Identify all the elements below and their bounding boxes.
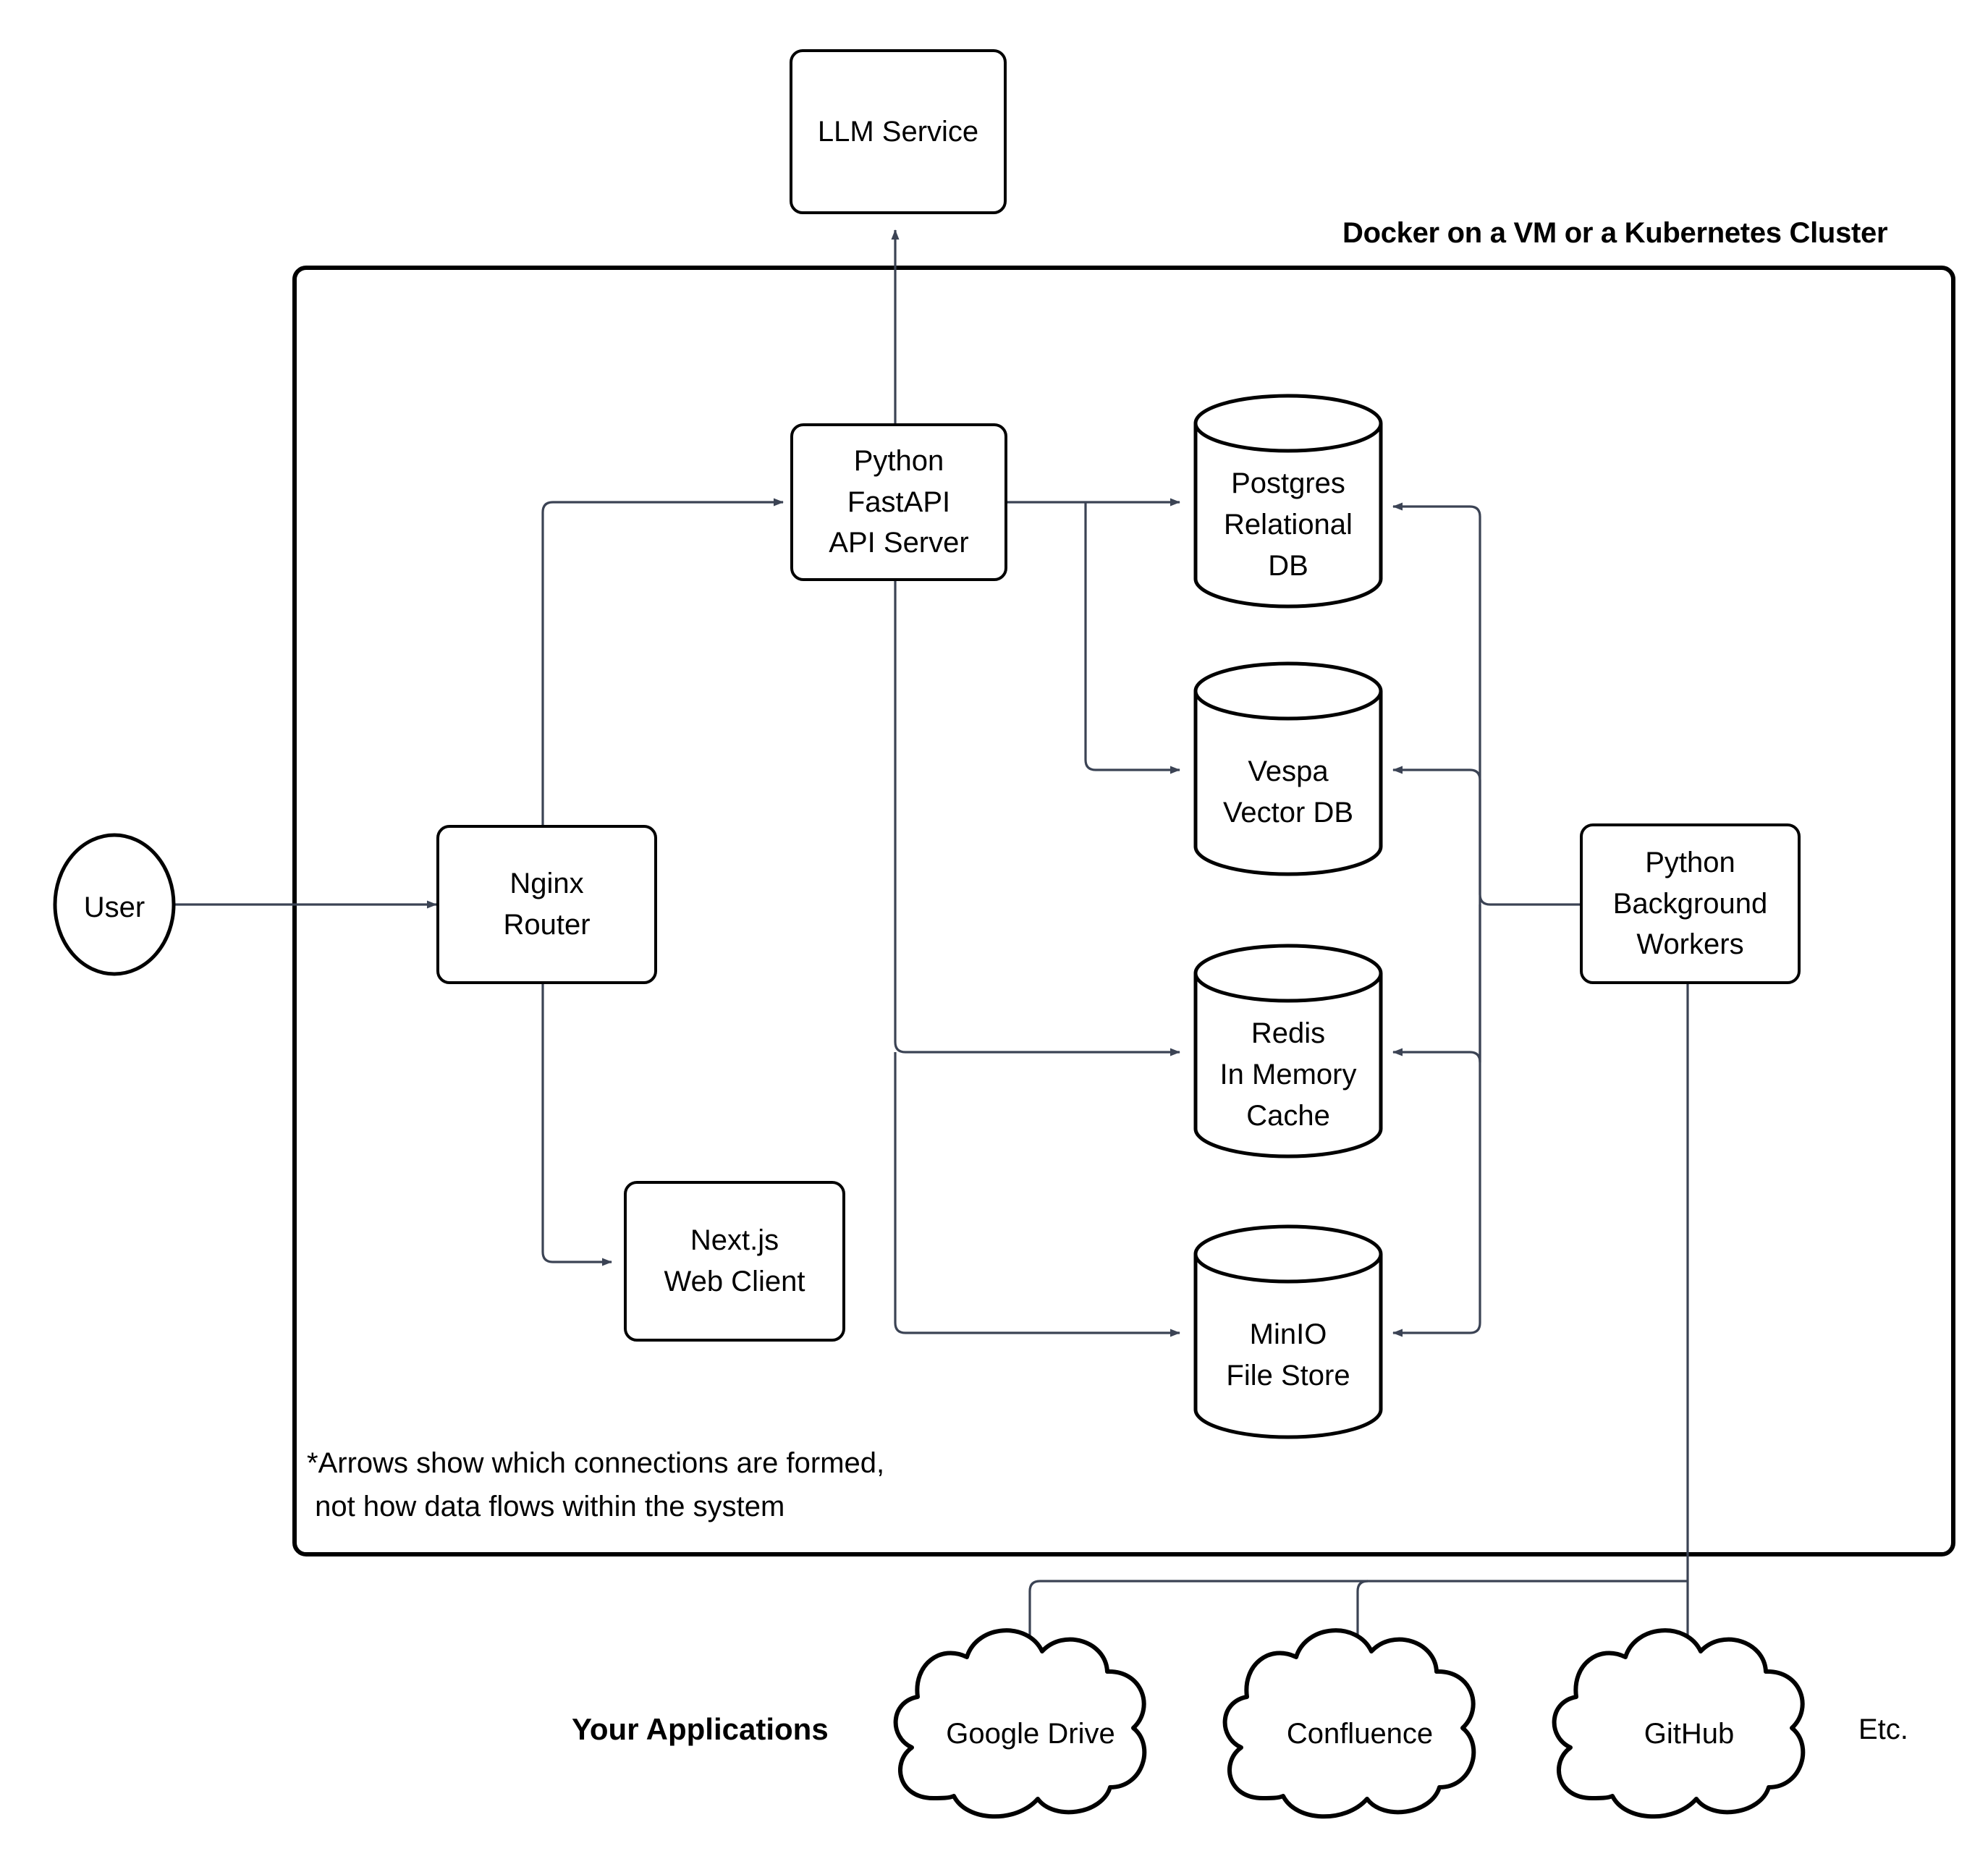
footnote-line-1: *Arrows show which connections are forme… (307, 1447, 885, 1479)
postgres-cylinder-top (1193, 394, 1383, 453)
edge-workers-to-google-drive (1025, 1580, 1688, 1672)
node-llm-service[interactable]: LLM Service (790, 49, 1007, 214)
user-ellipse (53, 833, 176, 976)
google-drive-cloud (893, 1628, 1147, 1819)
minio-cylinder-body (1193, 1254, 1383, 1439)
docker-boundary-label: Docker on a VM or a Kubernetes Cluster (1342, 217, 1888, 249)
workers-line2: Background (1612, 887, 1768, 920)
edge-workers-to-vespa (1392, 766, 1481, 905)
workers-line3: Workers (1636, 928, 1744, 961)
etc-label: Etc. (1858, 1714, 1908, 1745)
fastapi-line3: API Server (829, 527, 969, 559)
edge-workers-to-redis (1392, 905, 1481, 1064)
edge-fastapi-to-minio (894, 1052, 1180, 1337)
llm-service-label: LLM Service (817, 115, 979, 148)
edge-nginx-to-fastapi (541, 498, 784, 825)
cloud-shapes (893, 1628, 1806, 1819)
workers-line1: Python (1645, 846, 1735, 878)
postgres-cylinder-body (1193, 423, 1383, 609)
node-fastapi-server[interactable]: Python FastAPI API Server (790, 423, 1007, 581)
confluence-cloud (1222, 1628, 1476, 1819)
footnote-line-2: not how data flows within the system (307, 1491, 785, 1522)
edge-workers-to-confluence (1353, 1580, 1369, 1672)
github-cloud (1552, 1628, 1806, 1819)
minio-cylinder-top (1193, 1224, 1383, 1284)
vespa-cylinder-top (1193, 661, 1383, 721)
node-nextjs-web-client[interactable]: Next.js Web Client (624, 1181, 845, 1342)
fastapi-line2: FastAPI (847, 486, 951, 518)
nextjs-line2: Web Client (664, 1266, 805, 1297)
vespa-cylinder-body (1193, 691, 1383, 876)
cylinder-shapes (1193, 394, 1383, 1439)
redis-cylinder-body (1193, 973, 1383, 1159)
nginx-router-line2: Router (503, 909, 591, 941)
nextjs-line1: Next.js (690, 1224, 779, 1257)
edge-workers-to-postgres (1392, 502, 1580, 906)
fastapi-line1: Python (853, 444, 944, 477)
nginx-router-line1: Nginx (509, 868, 584, 900)
your-applications-label: Your Applications (572, 1712, 829, 1746)
node-nginx-router[interactable]: Nginx Router (436, 825, 657, 984)
edge-fastapi-to-redis (894, 579, 1180, 1056)
edge-fastapi-to-vespa (1084, 502, 1180, 774)
edge-workers-to-minio (1392, 905, 1481, 1337)
redis-cylinder-top (1193, 944, 1383, 1003)
docker-container-boundary (292, 266, 1955, 1556)
node-background-workers[interactable]: Python Background Workers (1580, 823, 1801, 984)
edge-nginx-to-nextjs (541, 984, 612, 1266)
